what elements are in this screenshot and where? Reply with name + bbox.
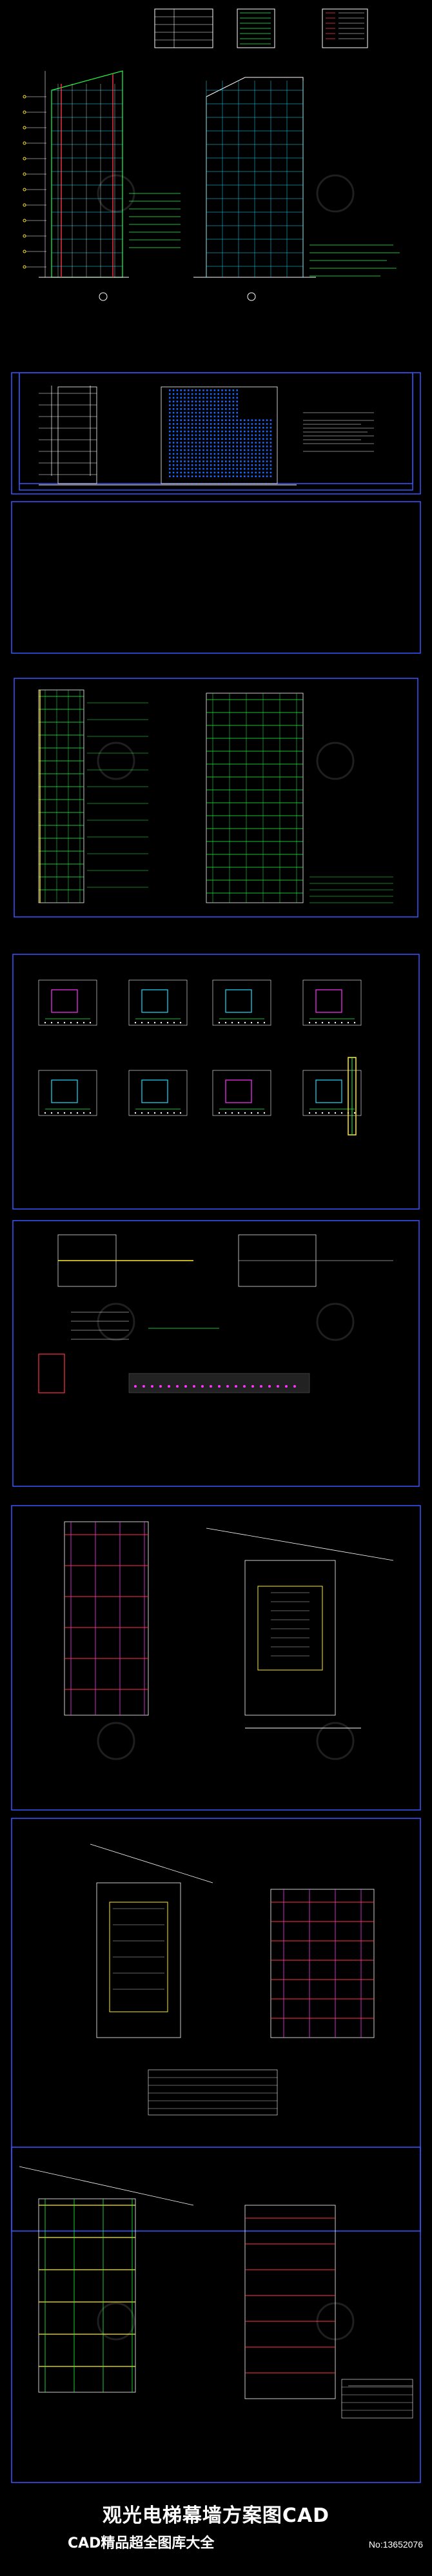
page-title: 观光电梯幕墙方案图CAD [102,2504,330,2527]
page-subtitle: CAD精品超全图库大全 [68,2535,215,2551]
sheet-4-details [38,979,362,1136]
image-number: No:13652076 [368,2539,423,2550]
sheet-8-elevations [19,2166,413,2419]
sheet-7-roof [90,1844,375,2116]
logo-watermark [97,174,355,2341]
footer-banner [0,2495,432,2576]
sheet-5-sections [38,1234,393,1393]
notes-block [309,244,400,277]
sheet-6-cab [64,1521,394,1729]
header-tables [154,8,368,48]
sheet-frames [11,372,421,2483]
sheet-2-elevation [39,386,374,486]
sheet-1-grid [23,81,304,277]
cad-drawing-layer [11,81,421,2483]
sheet-3-elevations [38,689,393,903]
